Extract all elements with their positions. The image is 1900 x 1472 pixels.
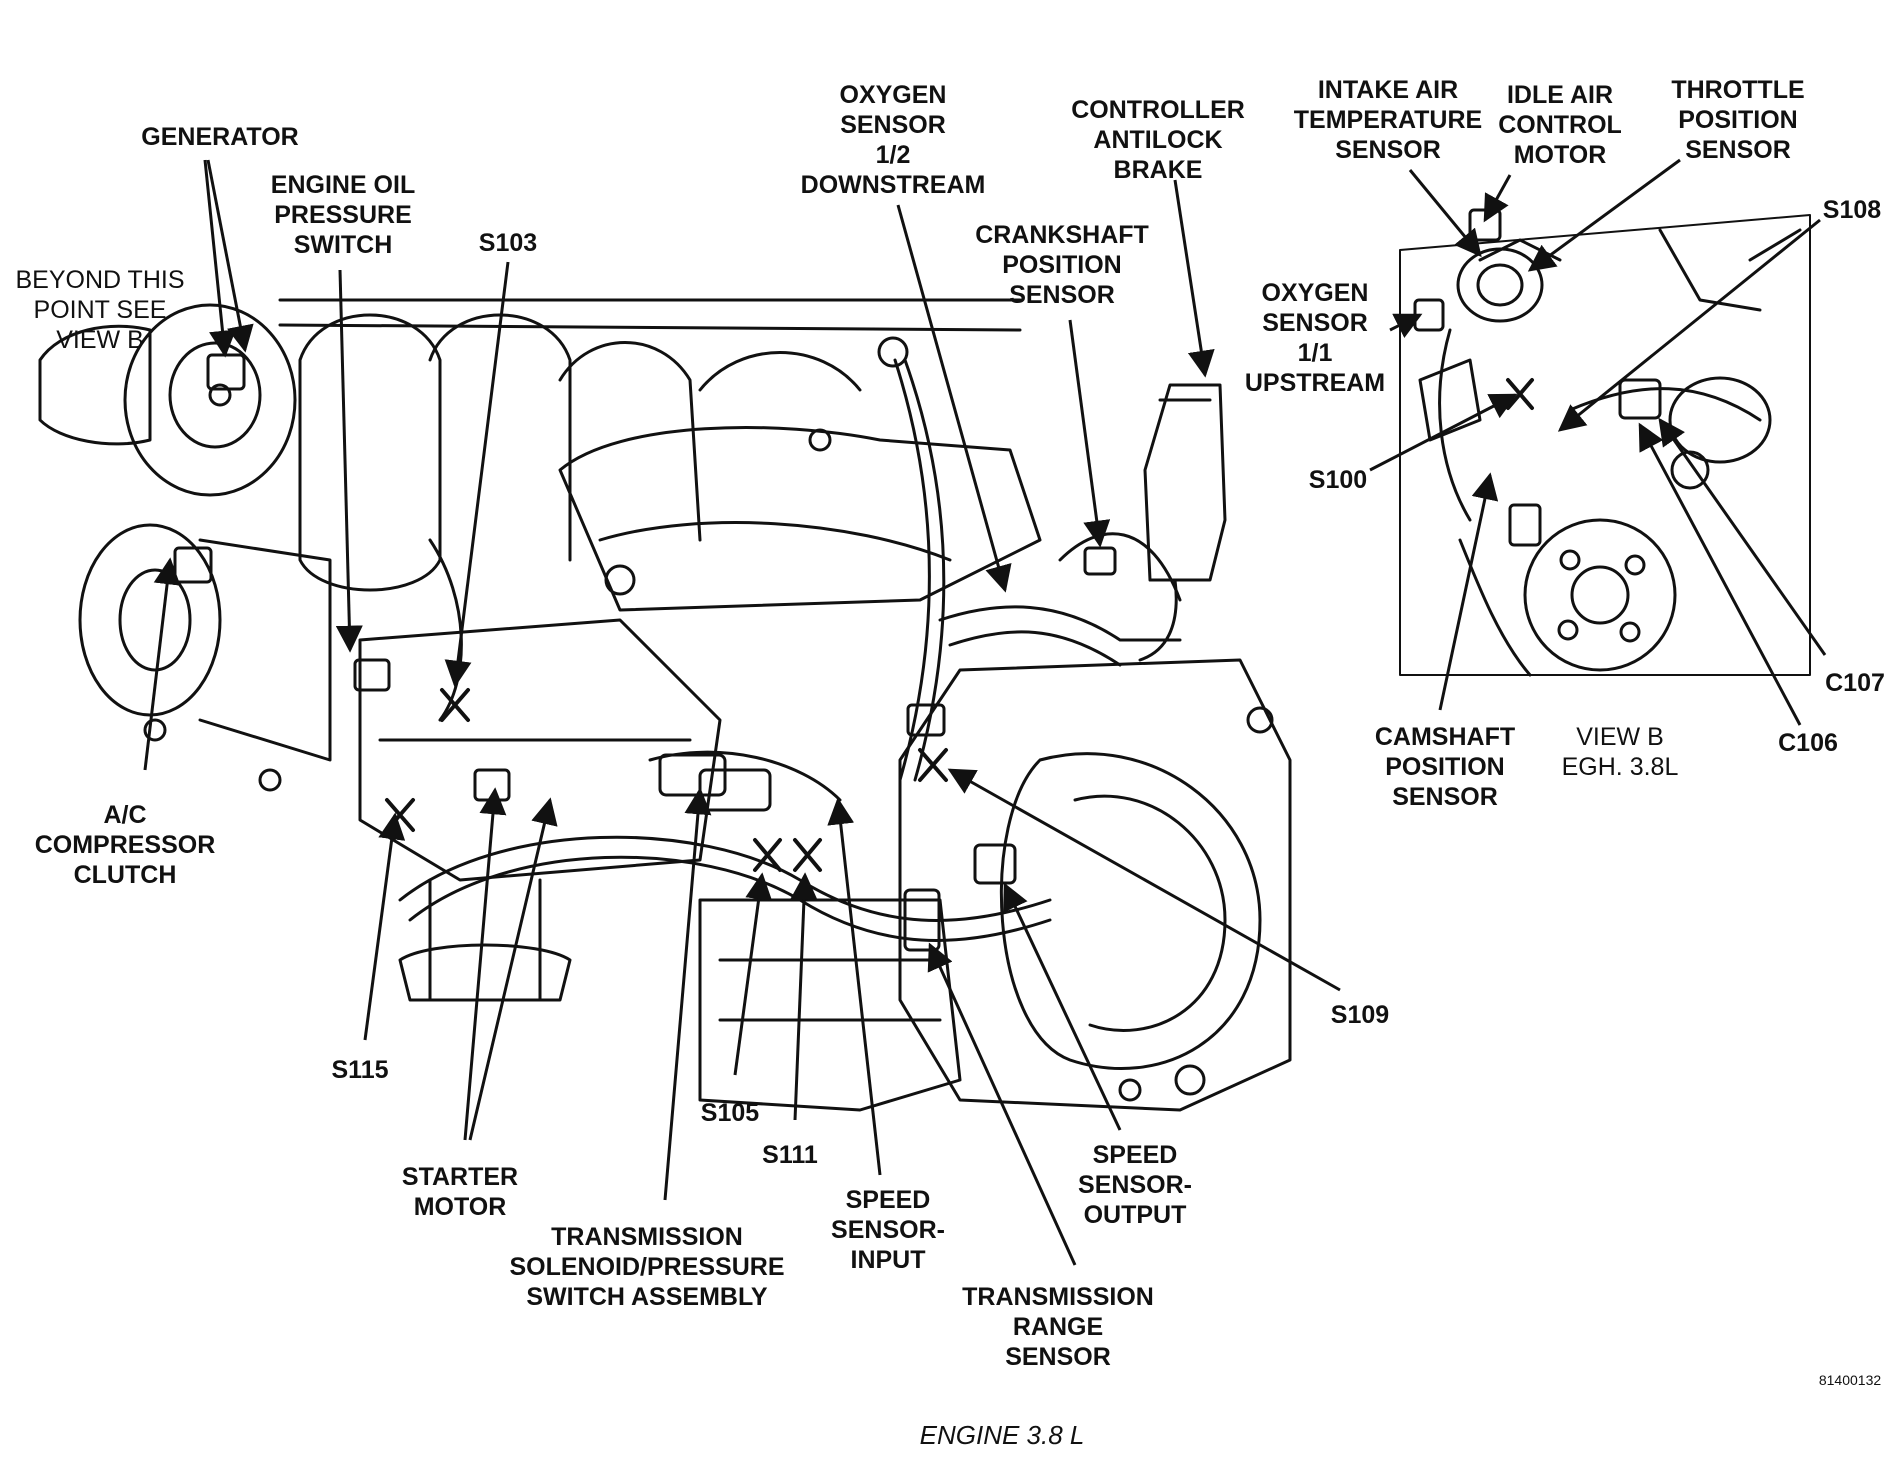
leader-abs-controller	[1173, 179, 1215, 378]
view-b-inset	[1399, 208, 1811, 677]
throttle-body	[1456, 247, 1544, 323]
splice-s100-mark	[1506, 378, 1534, 410]
leader-trans-solenoid	[663, 787, 712, 1201]
leader-starter-2	[468, 797, 558, 1141]
generator-body	[123, 303, 297, 497]
leader-cam-sensor	[1438, 472, 1499, 711]
leader-starter-1	[463, 787, 507, 1141]
leader-s108	[1557, 218, 1821, 432]
leader-s103	[444, 261, 510, 688]
leader-c106	[1638, 422, 1802, 726]
leader-generator-2	[206, 159, 254, 353]
label-s100: S100	[1308, 466, 1368, 494]
label-s109: S109	[1330, 1001, 1390, 1029]
leader-c107	[1658, 417, 1827, 656]
label-s115: S115	[331, 1056, 389, 1084]
label-s108: S108	[1822, 196, 1882, 224]
leader-oil-switch	[335, 269, 363, 653]
leader-o2-downstream	[896, 204, 1012, 593]
label-c106: C106	[1778, 729, 1838, 757]
leader-s115	[363, 812, 406, 1041]
leader-generator-1	[203, 159, 236, 358]
leader-iac	[1483, 174, 1512, 223]
leader-s111	[790, 872, 818, 1121]
speed-output-connector	[973, 843, 1017, 885]
leader-ac-clutch	[143, 557, 181, 771]
leader-s100	[1369, 393, 1518, 472]
splice-s115-mark	[385, 798, 415, 832]
engine-outline	[38, 298, 1292, 1112]
splice-s109-mark	[918, 748, 948, 782]
leader-speed-output	[1003, 882, 1122, 1131]
label-c107: C107	[1825, 669, 1885, 697]
splice-s103-mark	[440, 688, 470, 722]
leader-s105	[733, 872, 773, 1076]
leader-lines	[143, 158, 1827, 1266]
label-s105: S105	[700, 1099, 760, 1127]
label-s111: S111	[762, 1141, 818, 1169]
figure-caption: ENGINE 3.8 L	[919, 1420, 1085, 1450]
trans-range-connector	[903, 888, 941, 952]
splice-s111-mark	[793, 838, 822, 872]
leader-tps	[1527, 158, 1681, 272]
ac-compressor-body	[78, 523, 222, 717]
label-s103: S103	[478, 229, 538, 257]
leader-o2-upstream	[1389, 313, 1423, 338]
abs-module	[1143, 383, 1227, 582]
figure-code: 81400132	[1818, 1372, 1882, 1388]
leader-iat	[1408, 169, 1482, 258]
leader-trans-range	[927, 942, 1077, 1266]
label-generator: GENERATOR	[141, 123, 299, 151]
transaxle-cover	[1000, 752, 1262, 1070]
leader-speed-input	[827, 797, 882, 1176]
leader-crank-sensor	[1068, 319, 1111, 548]
leader-s109	[947, 768, 1341, 992]
splice-s105-mark	[753, 838, 782, 872]
